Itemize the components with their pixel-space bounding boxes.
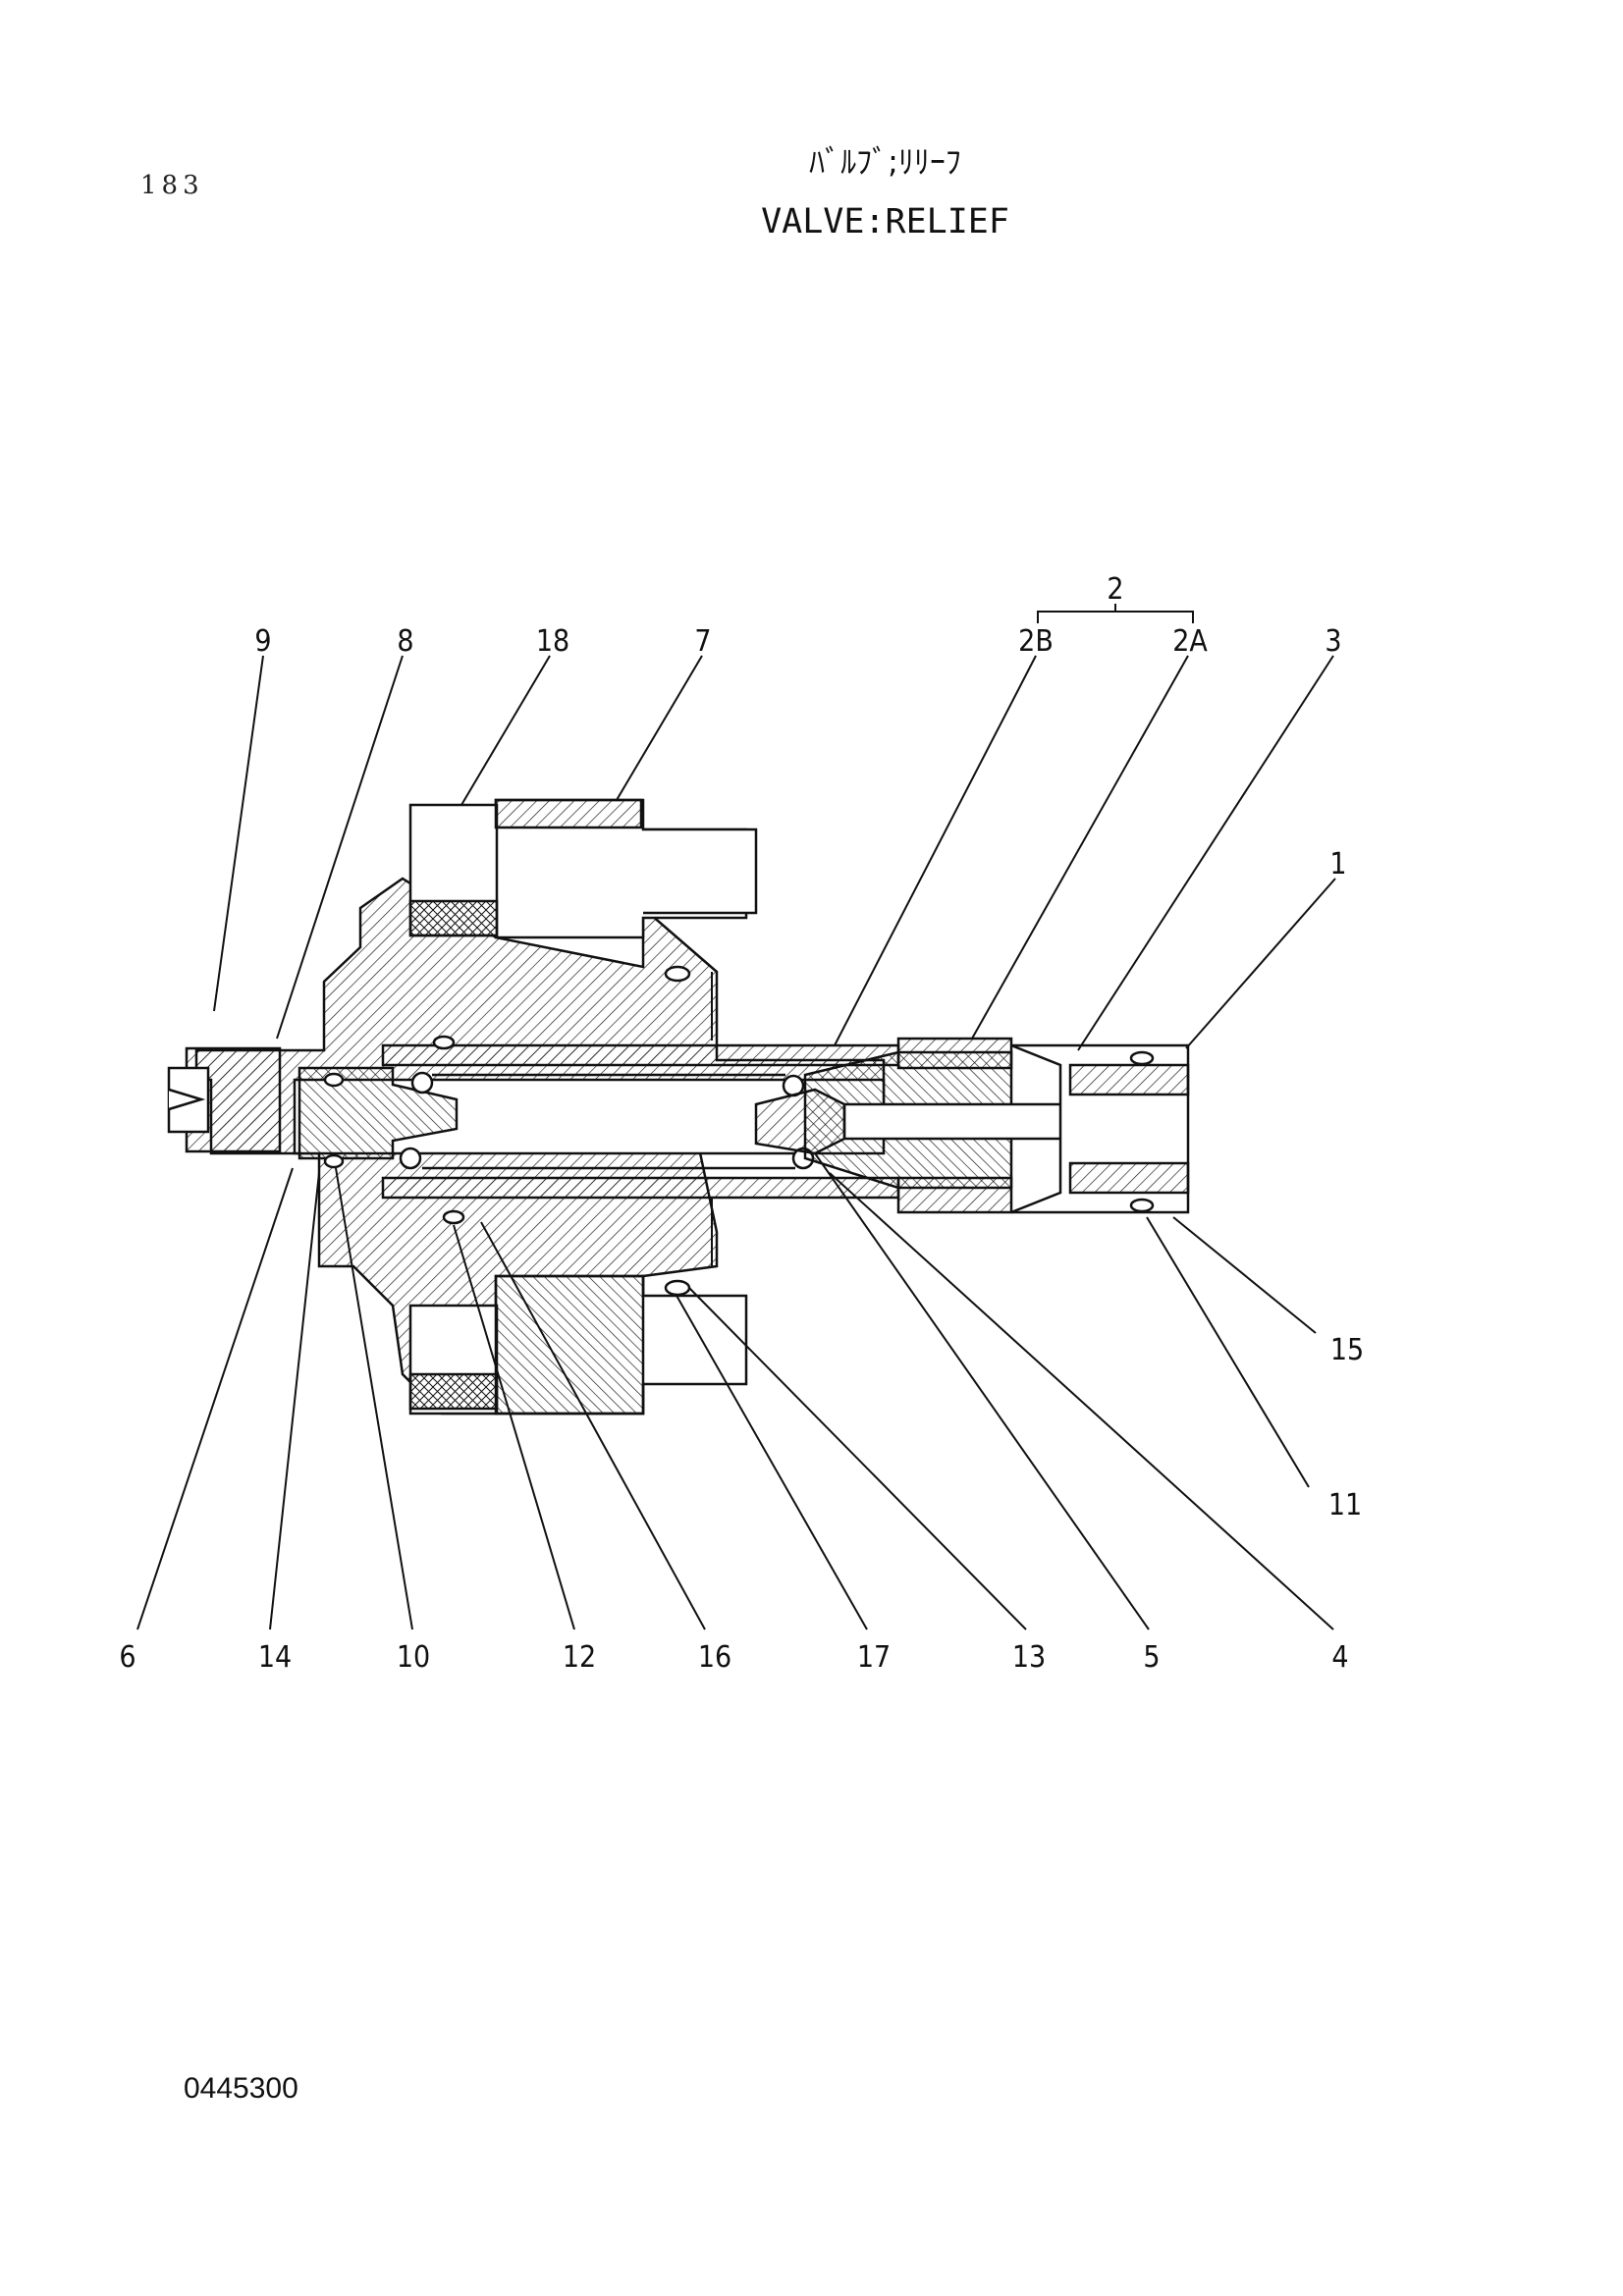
callout-2: 2 bbox=[1107, 572, 1123, 607]
callout-7: 7 bbox=[694, 624, 711, 659]
page-number: 183 bbox=[140, 171, 204, 200]
title-english: VALVE:RELIEF bbox=[761, 202, 1009, 241]
callout-10: 10 bbox=[397, 1640, 430, 1675]
callout-1: 1 bbox=[1329, 847, 1346, 881]
callout-13: 13 bbox=[1012, 1640, 1046, 1675]
callout-3: 3 bbox=[1325, 624, 1341, 659]
callout-15: 15 bbox=[1330, 1333, 1364, 1367]
callout-9: 9 bbox=[254, 624, 271, 659]
callout-5: 5 bbox=[1143, 1640, 1160, 1675]
callout-16: 16 bbox=[698, 1640, 731, 1675]
leader-lines bbox=[136, 604, 1336, 1630]
callout-6: 6 bbox=[119, 1640, 135, 1675]
callout-14: 14 bbox=[258, 1640, 292, 1675]
drawing-number: 0445300 bbox=[184, 2072, 298, 2105]
valve-body-outline bbox=[167, 798, 1190, 1415]
callout-17: 17 bbox=[857, 1640, 891, 1675]
callout-11: 11 bbox=[1328, 1488, 1362, 1522]
callout-18: 18 bbox=[536, 624, 569, 659]
callout-12: 12 bbox=[563, 1640, 596, 1675]
callout-2b: 2B bbox=[1018, 624, 1054, 659]
callout-2a: 2A bbox=[1172, 624, 1208, 659]
callout-4: 4 bbox=[1331, 1640, 1348, 1675]
callout-8: 8 bbox=[397, 624, 413, 659]
title-japanese: ﾊﾞﾙﾌﾞ;ﾘﾘｰﾌ bbox=[809, 143, 961, 181]
